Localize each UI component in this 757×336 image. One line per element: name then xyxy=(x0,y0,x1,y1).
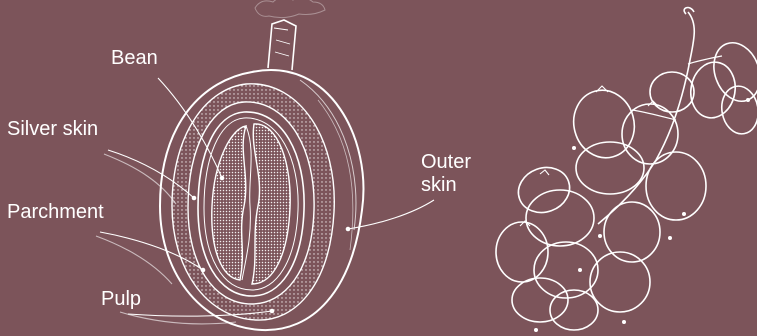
coffee-cherry-branch-illustration xyxy=(496,8,757,332)
cherry-15 xyxy=(512,278,568,322)
cloud-decoration xyxy=(255,0,325,18)
silver-skin-label: Silver skin xyxy=(7,118,98,141)
cherry-4 xyxy=(650,72,694,112)
cherry-12 xyxy=(496,222,548,282)
parchment-label: Parchment xyxy=(7,201,104,224)
bean-right-half xyxy=(252,124,290,284)
cherry-16 xyxy=(550,290,598,330)
bean-left-half xyxy=(212,126,246,280)
coffee-cherry-cross-section-illustration xyxy=(160,20,363,330)
cherry-8 xyxy=(646,152,706,220)
cherry-14 xyxy=(590,252,650,312)
outer-skin-label: Outer skin xyxy=(421,151,491,197)
pulp-label: Pulp xyxy=(101,288,141,311)
bean-label: Bean xyxy=(111,47,158,70)
cherry-5 xyxy=(566,83,642,164)
cherry-7 xyxy=(576,142,644,194)
cherry-10 xyxy=(526,190,594,246)
cherry-stem xyxy=(268,20,296,70)
